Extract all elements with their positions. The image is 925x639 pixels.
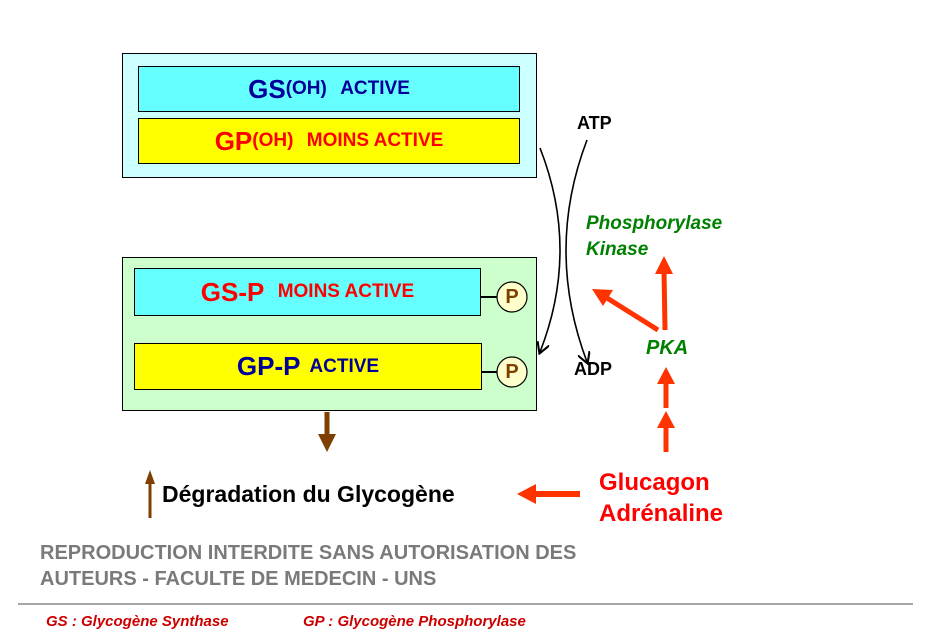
phosphate-label-2: P: [505, 360, 519, 383]
pka-to-enzymes-arrow: [605, 295, 660, 333]
glucagon-label: Glucagon: [599, 469, 710, 496]
arrowhead: [655, 256, 673, 274]
gs-status: ACTIVE: [340, 78, 410, 99]
arrowhead: [657, 367, 675, 384]
gsp-status: MOINS ACTIVE: [277, 281, 415, 302]
gp-p-box: GP-P ACTIVE: [134, 343, 482, 390]
arrowhead: [657, 411, 675, 428]
pka-label: PKA: [646, 337, 689, 359]
gp-suffix: (OH): [252, 130, 294, 151]
gs-p-box: GS-P MOINS ACTIVE: [134, 268, 481, 316]
watermark: REPRODUCTION INTERDITE SANS AUTORISATION…: [40, 542, 577, 590]
enzyme-line1: Phosphorylase: [586, 213, 723, 234]
arrowhead: [517, 484, 536, 504]
atp-label: ATP: [577, 113, 612, 133]
footer-gs-definition: GS : Glycogène Synthase: [46, 613, 229, 630]
footer-gp-definition: GP : Glycogène Phosphorylase: [303, 613, 526, 630]
gsp-name: GS-P: [200, 276, 265, 307]
adrenaline-label: Adrénaline: [599, 500, 724, 527]
arrowhead: [592, 289, 613, 306]
gpp-status: ACTIVE: [309, 355, 380, 377]
gp-oh-box: GP(OH) MOINS ACTIVE: [138, 118, 520, 164]
phosphate-label-1: P: [505, 285, 519, 308]
adp-curve-arrow: [565, 139, 587, 362]
atp-curve-arrow: [540, 147, 561, 352]
enzyme-line2: Kinase: [586, 239, 649, 260]
gpp-name: GP-P: [236, 351, 301, 381]
gp-name: GP: [214, 125, 253, 156]
hormones-label: Glucagon Adrénaline: [599, 467, 723, 529]
phosphorylase-kinase-label: Phosphorylase Kinase: [586, 211, 722, 263]
gs-suffix: (OH): [285, 78, 327, 99]
phosphate-circle-2: [496, 356, 528, 388]
adp-label: ADP: [574, 359, 613, 379]
phosphate-circle-1: [496, 281, 528, 313]
gs-name: GS: [248, 73, 286, 104]
arrowhead: [145, 470, 155, 484]
gs-oh-box: GS(OH) ACTIVE: [138, 66, 520, 112]
glycogen-degradation-label: Dégradation du Glycogène: [162, 481, 455, 507]
pka-to-kinase-arrow: [661, 269, 668, 331]
arrowhead: [318, 434, 336, 452]
gp-status: MOINS ACTIVE: [306, 130, 444, 151]
